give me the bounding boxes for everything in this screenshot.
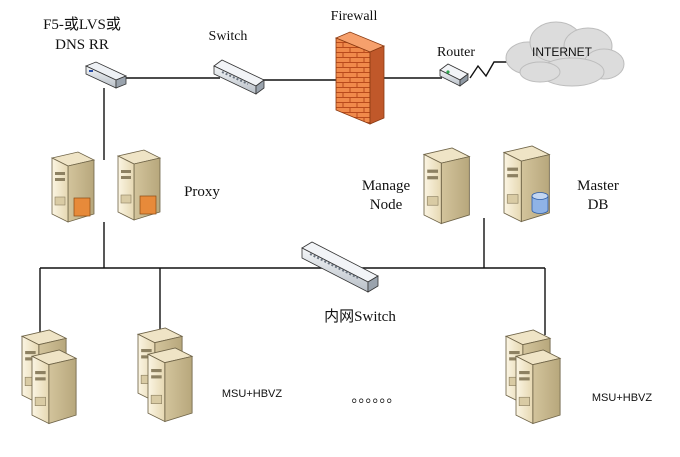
load-balancer-label-line2: DNS RR — [55, 37, 109, 53]
msu-server-stack-3 — [506, 330, 560, 424]
ellipsis-dots: 。。。。。。 — [352, 391, 401, 406]
firewall-brick-icon — [334, 31, 386, 125]
master-label-line2: DB — [588, 197, 609, 213]
link-router-internet — [469, 61, 508, 79]
internet-label: INTERNET — [532, 45, 593, 59]
load-balancer-label-line1: F5-或LVS或 — [43, 16, 121, 33]
switch-label: Switch — [209, 29, 248, 44]
load-balancer-icon — [84, 61, 128, 89]
proxy-label: Proxy — [184, 184, 220, 200]
network-switch-icon — [213, 59, 265, 95]
internal-switch-label: 内网Switch — [324, 308, 396, 325]
msu-label-right: MSU+HBVZ — [592, 392, 652, 404]
manage-label-line1: Manage — [362, 178, 411, 194]
router-label: Router — [437, 45, 475, 60]
proxy-server-1 — [51, 151, 95, 223]
msu-server-stack-1 — [22, 330, 76, 424]
manage-node-server — [423, 147, 470, 225]
firewall-label: Firewall — [331, 9, 378, 24]
manage-label-line2: Node — [370, 197, 403, 213]
database-cylinder-icon — [531, 192, 549, 214]
msu-server-stack-2 — [138, 328, 192, 422]
internal-switch-icon — [301, 241, 379, 293]
internet-cloud-icon — [505, 21, 625, 87]
router-icon — [439, 63, 469, 87]
msu-label-left: MSU+HBVZ — [222, 388, 282, 400]
master-label-line1: Master — [577, 178, 619, 194]
proxy-server-2 — [117, 149, 161, 221]
